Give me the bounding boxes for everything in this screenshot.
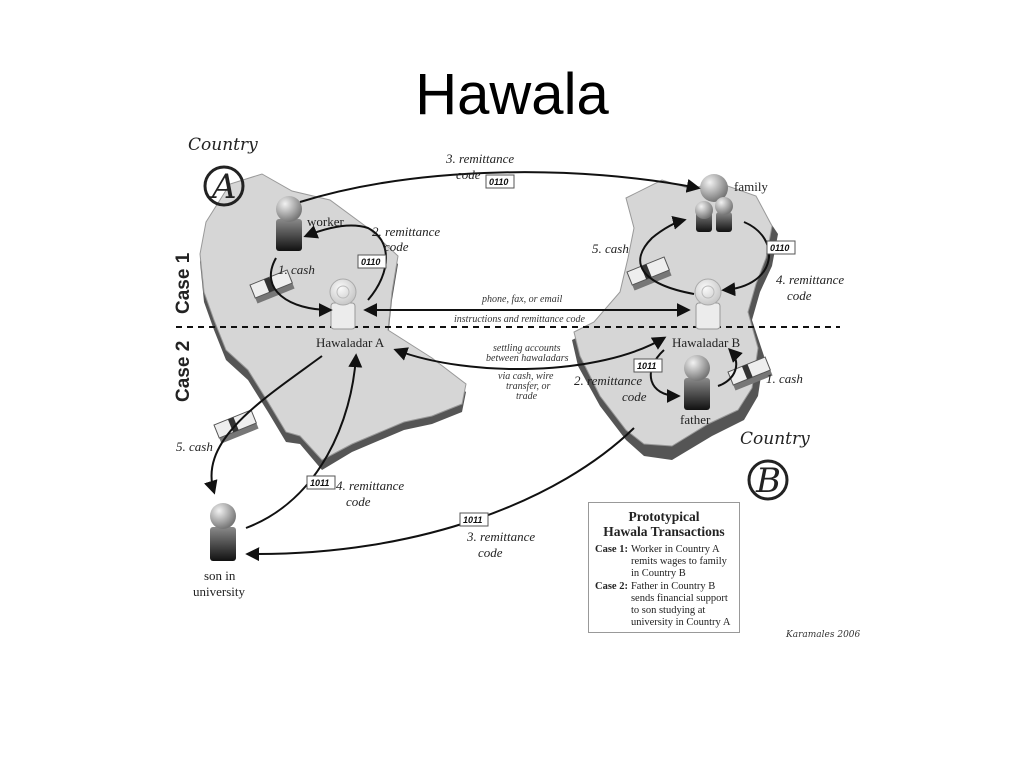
step-label: code — [787, 288, 812, 303]
legend-case-1: Case 1: Worker in Country A remits wages… — [595, 544, 727, 579]
step-label: 1. cash — [278, 262, 315, 277]
code-tag: 1011 — [306, 475, 336, 490]
channel-label: between hawaladars — [486, 353, 569, 364]
code-tag: 1011 — [633, 358, 663, 373]
step-label: code — [456, 167, 481, 182]
father-icon — [684, 355, 710, 410]
case-2-label: Case 2 — [173, 341, 194, 402]
hawaladar-a-phone-icon — [329, 278, 357, 330]
legend-title: Prototypical Hawala Transactions — [603, 509, 725, 539]
arrow-code-family-to-hawaladar-b — [721, 221, 771, 297]
arrow-cash-worker-to-hawaladar-a — [269, 257, 333, 317]
family-icon — [695, 174, 733, 232]
legend-box: Prototypical Hawala Transactions Case 1:… — [588, 502, 740, 633]
code-tag: 1011 — [459, 512, 489, 527]
country-b-land — [572, 179, 778, 460]
step-label: 1. cash — [766, 371, 803, 386]
channel-label: via cash, wire — [498, 371, 554, 382]
hawaladar-a-label: Hawaladar A — [316, 335, 385, 350]
father-label: father — [680, 412, 711, 427]
country-a-word: Country — [188, 135, 258, 155]
step-label: 5. cash — [592, 241, 629, 256]
country-a-emblem: Country A — [188, 135, 258, 207]
country-a-letter: A — [209, 167, 237, 207]
legend-case-2: Case 2: Father in Country B sends financ… — [595, 581, 731, 628]
svg-text:1011: 1011 — [637, 361, 656, 371]
channel-label: settling accounts — [493, 343, 561, 354]
step-label: 4. remittance — [776, 272, 844, 287]
hawaladar-b-label: Hawaladar B — [672, 335, 741, 350]
code-tag: 0110 — [766, 240, 796, 255]
cash-stack-icon — [626, 256, 672, 291]
step-label: 2. remittance — [574, 373, 642, 388]
worker-icon — [276, 196, 302, 251]
worker-label: worker — [307, 214, 344, 229]
arrow-code-hawaladar-b-to-father — [649, 349, 681, 403]
arrow-cash-hawaladar-a-to-son — [204, 355, 323, 495]
step-label: code — [478, 545, 503, 560]
code-tag: 0110 — [357, 254, 387, 269]
arrow-code-worker-to-family — [299, 171, 701, 203]
arrow-cash-father-to-hawaladar-b — [717, 348, 743, 387]
step-label: 3. remittance — [466, 529, 535, 544]
channel-label: transfer, or — [506, 381, 551, 392]
code-tag: 0110 — [485, 174, 515, 189]
country-b-emblem: Country B — [740, 429, 810, 501]
step-label: 3. remittance — [445, 151, 514, 166]
svg-text:0110: 0110 — [770, 243, 789, 253]
channel-label: instructions and remittance code — [454, 314, 586, 325]
channel-label: phone, fax, or email — [481, 294, 562, 305]
step-label: code — [346, 494, 371, 509]
cash-stack-icon — [213, 409, 259, 444]
svg-text:1011: 1011 — [463, 515, 482, 525]
author-credit: Karamales 2006 — [786, 630, 861, 640]
son-label-line1: son in — [204, 568, 236, 583]
cash-stack-icon — [727, 356, 773, 391]
arrow-settling-accounts — [393, 336, 667, 370]
son-label-line2: university — [193, 584, 245, 599]
country-b-word: Country — [740, 429, 810, 449]
arrow-cash-hawaladar-b-to-family — [639, 215, 695, 295]
step-label: 2. remittance — [372, 224, 440, 239]
svg-text:0110: 0110 — [489, 177, 508, 187]
slide-title: Hawala — [415, 62, 609, 127]
step-label: 4. remittance — [336, 478, 404, 493]
cash-stack-icon — [249, 269, 295, 304]
family-label: family — [734, 179, 768, 194]
case-1-label: Case 1 — [173, 252, 194, 314]
hawaladar-b-phone-icon — [694, 278, 722, 330]
country-b-letter: B — [755, 461, 781, 501]
svg-text:0110: 0110 — [361, 257, 380, 267]
step-label: code — [384, 239, 409, 254]
arrow-code-son-to-hawaladar-a — [245, 353, 363, 529]
channel-label: trade — [516, 391, 538, 402]
step-label: 5. cash — [176, 439, 213, 454]
step-label: code — [622, 389, 647, 404]
svg-text:1011: 1011 — [310, 478, 329, 488]
son-icon — [210, 503, 236, 561]
arrow-code-hawaladar-a-to-worker — [303, 224, 387, 301]
